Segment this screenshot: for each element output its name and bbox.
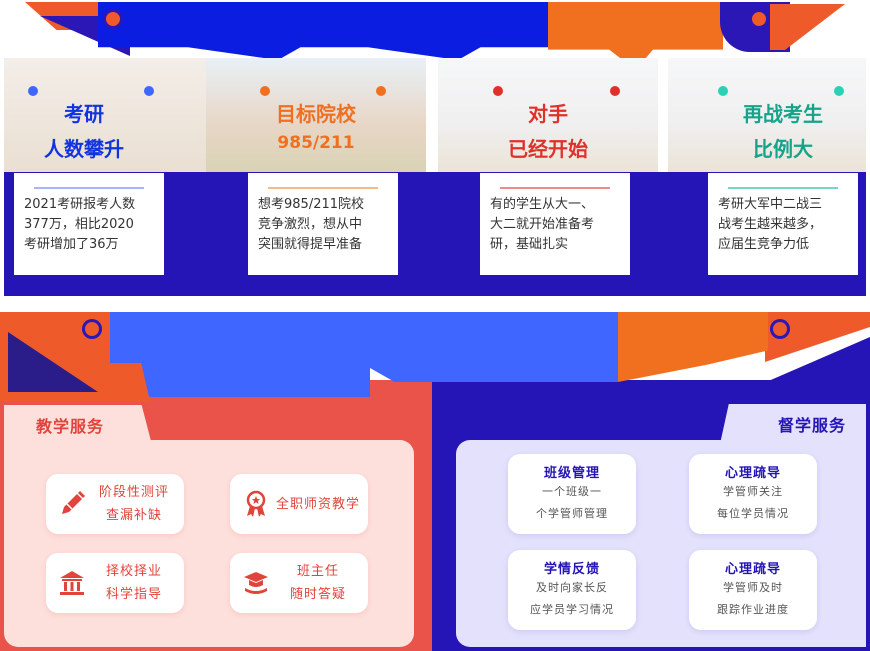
- banner-title-blue-block: [370, 312, 618, 382]
- teaching-service-label: 教学服务: [36, 417, 105, 436]
- card-description: 考研大军中二战三 战考生越来越多， 应届生竞争力低: [718, 197, 823, 252]
- pin-icon: [834, 86, 844, 96]
- card-heading: 目标院校: [276, 102, 356, 126]
- pin-icon: [28, 86, 38, 96]
- card-photo-campus: [206, 58, 426, 172]
- card-divider: [268, 187, 378, 189]
- banner-title-blue-block: [98, 2, 548, 60]
- banner-dot-icon: [85, 322, 99, 336]
- institution-icon: [60, 571, 84, 595]
- banner-dot-icon: [752, 12, 766, 26]
- banner-dot-icon: [106, 12, 120, 26]
- info-card-applicants: 考研 人数攀升 2021考研报考人数 377万，相比2020 考研增加了36万: [4, 58, 224, 298]
- supervision-item-counseling-homework: 心理疏导 学管师及时 跟踪作业进度: [689, 550, 817, 630]
- teaching-item-school-guidance: 择校择业 科学指导: [46, 553, 184, 613]
- teaching-item-fulltime-teachers: 全职师资教学: [230, 474, 368, 534]
- card-divider: [500, 187, 610, 189]
- supervision-item-class-management: 班级管理 一个班级一 个学管师管理: [508, 454, 636, 534]
- pin-icon: [718, 86, 728, 96]
- card-subheading: 比例大: [753, 137, 813, 161]
- teaching-service-tab: 教学服务: [4, 405, 152, 445]
- supervision-service-tab: 督学服务: [720, 404, 866, 444]
- pin-icon: [144, 86, 154, 96]
- info-card-retakers: 再战考生 比例大 考研大军中二战三 战考生越来越多， 应届生竞争力低: [668, 58, 866, 298]
- card-photo-desk: [438, 58, 658, 172]
- graduation-cap-icon: [244, 572, 268, 594]
- card-photo-desk: [668, 58, 866, 172]
- pin-icon: [260, 86, 270, 96]
- banner-title-orange-block: [618, 312, 768, 382]
- card-description: 有的学生从大一、 大二就开始准备考 研，基础扎实: [490, 197, 595, 252]
- supervision-item-feedback: 学情反馈 及时向家长反 应学员学习情况: [508, 550, 636, 630]
- supervision-item-title: 心理疏导: [724, 466, 781, 481]
- card-subheading: 人数攀升: [44, 137, 124, 161]
- supervision-item-line: 跟踪作业进度: [717, 603, 789, 616]
- teaching-service-panel: [4, 440, 414, 647]
- card-heading: 考研: [64, 102, 104, 126]
- teaching-item-text: 择校择业 科学指导: [105, 564, 162, 602]
- supervision-service-label: 督学服务: [777, 416, 846, 435]
- card-description-box: 考研大军中二战三 战考生越来越多， 应届生竞争力低: [708, 173, 858, 275]
- pin-icon: [610, 86, 620, 96]
- supervision-item-counseling: 心理疏导 学管师关注 每位学员情况: [689, 454, 817, 534]
- supervision-item-line: 学管师关注: [723, 485, 783, 498]
- teaching-item-text: 全职师资教学: [275, 496, 360, 512]
- top-title-banner: [0, 0, 870, 70]
- supervision-item-title: 学情反馈: [543, 562, 600, 577]
- teaching-item-text: 班主任 随时答疑: [289, 564, 346, 602]
- award-ribbon-icon: [246, 490, 266, 517]
- teaching-item-text: 阶段性测评 查漏补缺: [98, 485, 169, 523]
- pin-icon: [493, 86, 503, 96]
- info-card-competitors: 对手 已经开始 有的学生从大一、 大二就开始准备考 研，基础扎实: [438, 58, 658, 298]
- info-card-target-schools: 目标院校 985/211 想考985/211院校 竞争激烈，想从中 突围就得提早…: [206, 58, 426, 298]
- banner-dot-icon: [773, 322, 787, 336]
- pencil-icon: [62, 491, 85, 514]
- card-subheading: 985/211: [277, 133, 355, 153]
- card-subheading: 已经开始: [508, 137, 588, 161]
- card-description: 想考985/211院校 竞争激烈，想从中 突围就得提早准备: [258, 197, 365, 252]
- card-heading: 再战考生: [743, 102, 823, 126]
- card-photo-books: [4, 58, 224, 172]
- card-divider: [34, 187, 144, 189]
- card-description-box: 有的学生从大一、 大二就开始准备考 研，基础扎实: [480, 173, 630, 275]
- supervision-item-line: 每位学员情况: [717, 507, 789, 520]
- card-description: 2021考研报考人数 377万，相比2020 考研增加了36万: [24, 197, 136, 252]
- supervision-item-line: 应学员学习情况: [530, 603, 614, 616]
- pin-icon: [376, 86, 386, 96]
- supervision-item-line: 一个班级一: [542, 485, 602, 498]
- card-description-box: 2021考研报考人数 377万，相比2020 考研增加了36万: [14, 173, 164, 275]
- supervision-item-line: 及时向家长反: [536, 581, 608, 594]
- second-title-banner: [0, 312, 870, 402]
- supervision-item-title: 班级管理: [543, 466, 600, 481]
- supervision-item-title: 心理疏导: [724, 562, 781, 577]
- supervision-item-line: 个学管师管理: [536, 507, 608, 520]
- card-description-box: 想考985/211院校 竞争激烈，想从中 突围就得提早准备: [248, 173, 398, 275]
- teaching-item-assessment: 阶段性测评 查漏补缺: [46, 474, 184, 534]
- card-divider: [728, 187, 838, 189]
- card-heading: 对手: [528, 102, 568, 126]
- supervision-item-line: 学管师及时: [723, 581, 783, 594]
- banner-wing-right: [770, 4, 845, 50]
- banner-title-blue-block: [110, 312, 370, 397]
- teaching-item-head-teacher: 班主任 随时答疑: [230, 553, 368, 613]
